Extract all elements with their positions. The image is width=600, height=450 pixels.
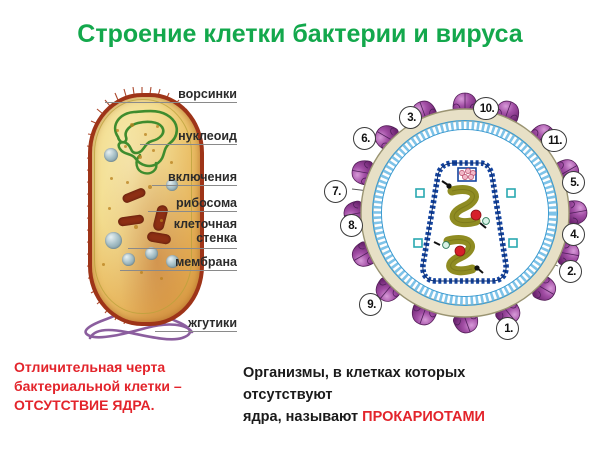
- ribosome-granule: [104, 148, 118, 162]
- label-cell-wall-line2: стенка: [196, 231, 237, 245]
- virus-callout-2[interactable]: 2.: [559, 260, 582, 283]
- label-ribosome: рибосома: [176, 196, 237, 210]
- prokaryote-definition-line3: ядра, называют ПРОКАРИОТАМИ: [243, 406, 593, 428]
- leader-line-villi: [105, 102, 237, 103]
- virus-callout-7-label: 7.: [332, 185, 341, 198]
- virus-callout-5-label: 5.: [570, 176, 579, 189]
- prokaryote-term: ПРОКАРИОТАМИ: [362, 409, 485, 425]
- label-inclusions: включения: [168, 170, 237, 184]
- leader-line-flagella: [155, 331, 237, 332]
- virus-callout-6[interactable]: 6.: [353, 127, 376, 150]
- plasma-membrane-line: [94, 99, 192, 314]
- label-nucleoid: нуклеоид: [178, 129, 237, 143]
- virus-callout-6-label: 6.: [361, 132, 370, 145]
- virus-callout-9-label: 9.: [367, 298, 376, 311]
- bacteria-key-note-line3: ОТСУТСТВИЕ ЯДРА.: [14, 397, 155, 413]
- virus-particle-diagram: 1. 2. 3. 4. 5. 6. 7. 8. 9. 10. 11.: [324, 85, 600, 347]
- virus-callout-8-label: 8.: [348, 219, 357, 232]
- ribosome-granule: [105, 232, 122, 249]
- virus-svg: [341, 92, 590, 337]
- virus-callout-10[interactable]: 10.: [473, 97, 499, 120]
- virus-callout-10-label: 10.: [479, 102, 495, 115]
- leader-line-membrane: [120, 270, 237, 271]
- virus-callout-4-label: 4.: [570, 228, 579, 241]
- virus-callout-1-label: 1.: [504, 322, 513, 335]
- virus-callout-11[interactable]: 11.: [541, 129, 567, 152]
- bacteria-key-note-line2: бактериальной клетки –: [14, 378, 182, 394]
- virus-callout-11-label: 11.: [548, 134, 562, 147]
- prokaryote-definition: Организмы, в клетках которых отсутствуют…: [243, 362, 593, 428]
- leader-line-inclusions: [152, 185, 237, 186]
- virus-callout-8[interactable]: 8.: [340, 214, 363, 237]
- nucleoid-icon: [113, 109, 179, 175]
- leader-line-ribosome: [148, 211, 237, 212]
- bacteria-key-note: Отличительная черта бактериальной клетки…: [14, 358, 239, 415]
- virus-callout-4[interactable]: 4.: [562, 223, 585, 246]
- virus-callout-9[interactable]: 9.: [359, 293, 382, 316]
- bacterial-cell-diagram: [60, 85, 240, 350]
- virus-callout-7[interactable]: 7.: [324, 180, 347, 203]
- label-membrane: мембрана: [175, 255, 237, 269]
- ribosome-granule: [122, 253, 135, 266]
- virus-callout-3[interactable]: 3.: [399, 106, 422, 129]
- virus-callout-1[interactable]: 1.: [496, 317, 519, 340]
- ribosome-granule: [166, 255, 179, 268]
- prokaryote-definition-prefix: ядра, называют: [243, 409, 363, 425]
- label-villi: ворсинки: [178, 87, 237, 101]
- virus-callout-2-label: 2.: [567, 265, 576, 278]
- ribosome-granule: [145, 247, 158, 260]
- page-title: Строение клетки бактерии и вируса: [77, 20, 523, 48]
- label-cell-wall-line1: клеточная: [173, 217, 237, 231]
- virus-callout-3-label: 3.: [407, 111, 416, 124]
- prokaryote-definition-line2: отсутствуют: [243, 387, 333, 403]
- label-flagella: жгутики: [188, 316, 237, 330]
- leader-line-cell-wall: [128, 248, 237, 249]
- virus-callout-5[interactable]: 5.: [562, 171, 585, 194]
- leader-line-nucleoid: [140, 144, 237, 145]
- prokaryote-definition-line1: Организмы, в клетках которых: [243, 365, 466, 381]
- bacteria-key-note-line1: Отличительная черта: [14, 359, 166, 375]
